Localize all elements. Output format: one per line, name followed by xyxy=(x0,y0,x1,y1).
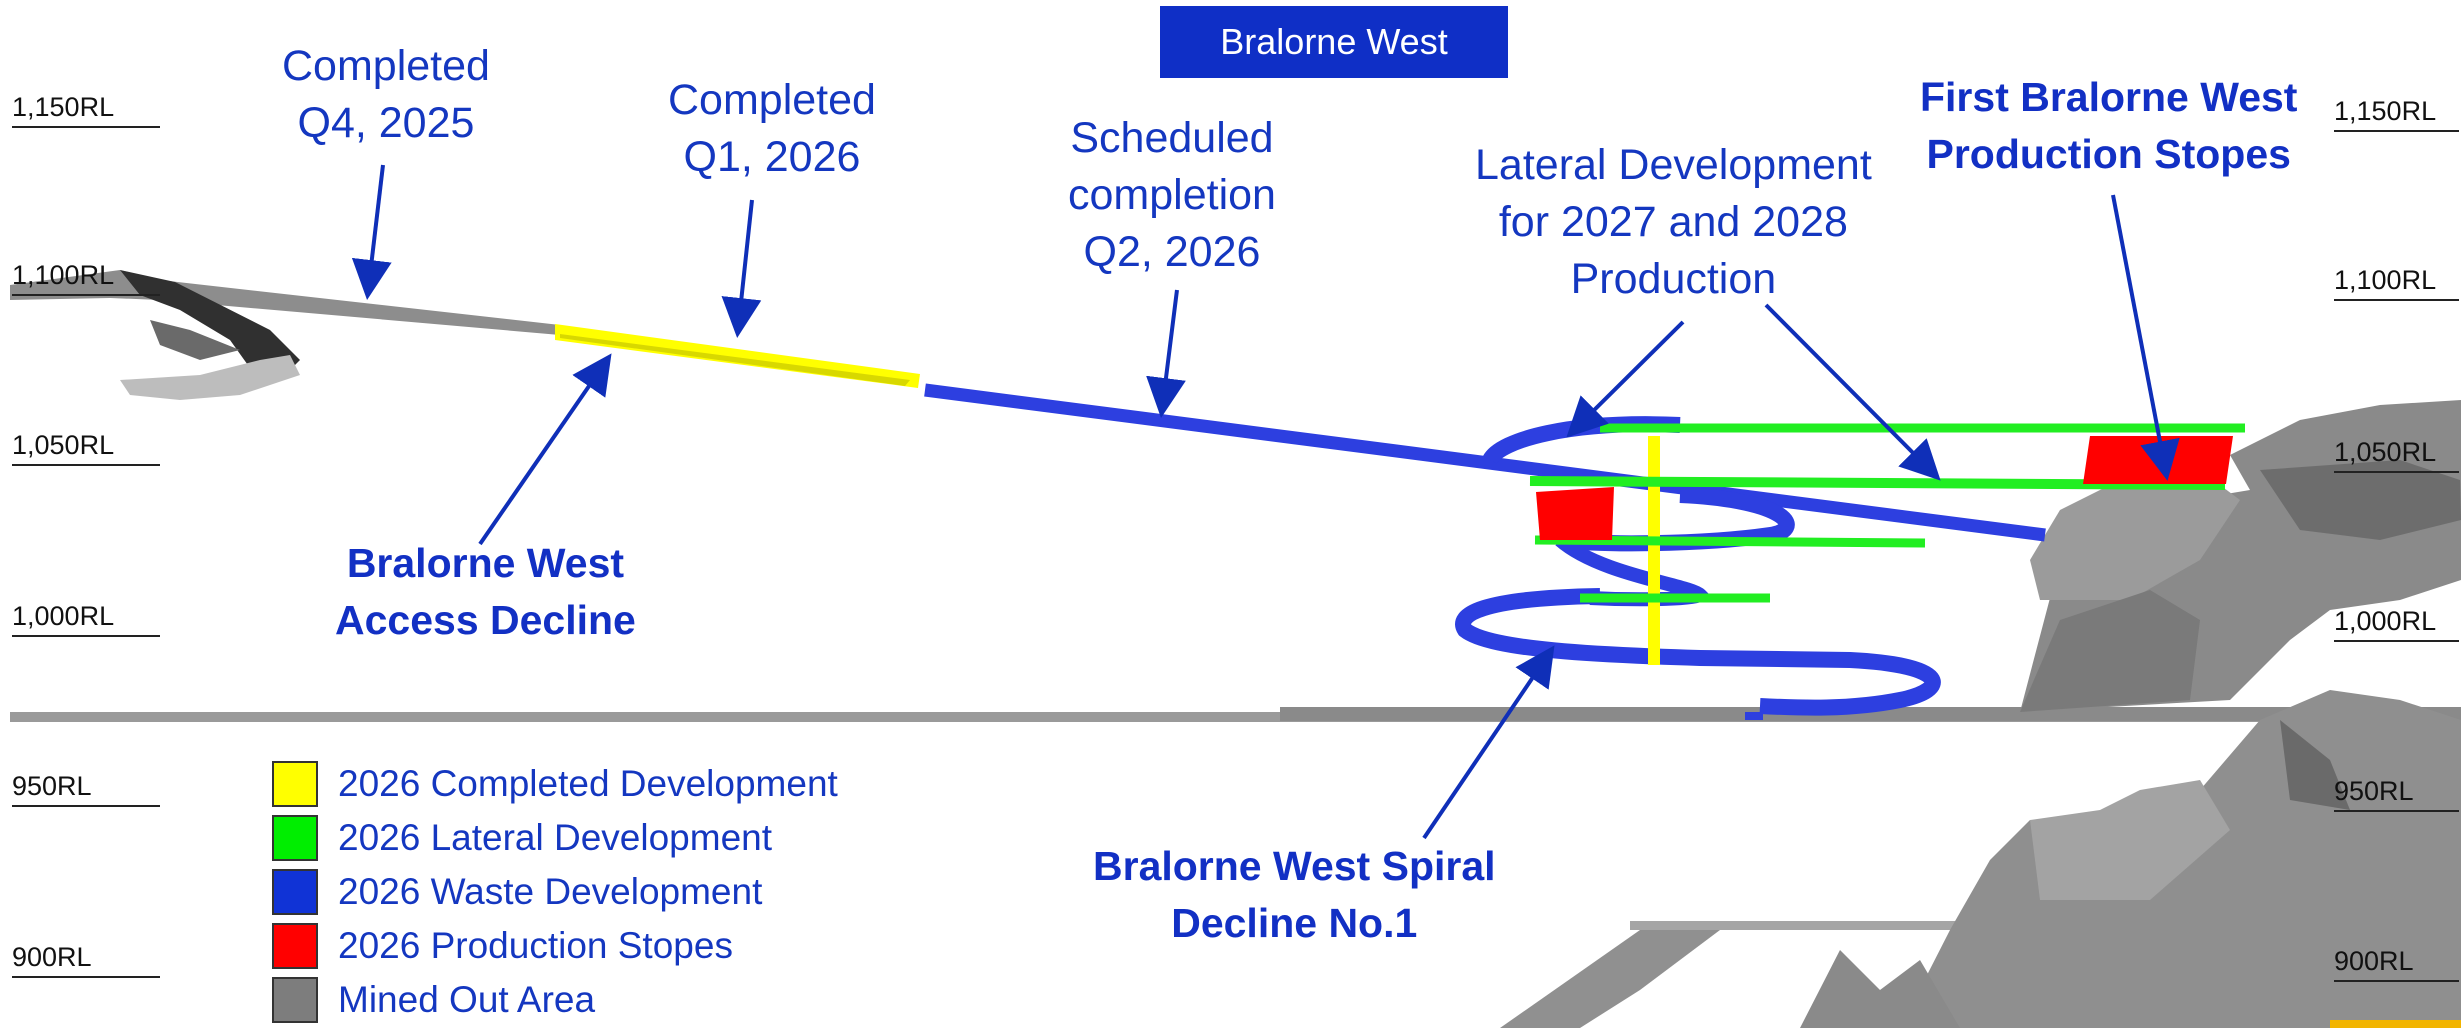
legend-swatch-waste xyxy=(272,869,318,915)
legend: 2026 Completed Development 2026 Lateral … xyxy=(272,757,838,1027)
corner-tab xyxy=(2330,1020,2461,1028)
page-title: Bralorne West xyxy=(1160,6,1508,78)
level-label-1100-left: 1,100RL xyxy=(12,260,160,296)
mined-out-area-right xyxy=(1500,400,2461,1028)
legend-item: 2026 Waste Development xyxy=(272,865,838,919)
annotation-completed-q1-2026: Completed Q1, 2026 xyxy=(668,76,876,181)
level-label-1150-left: 1,150RL xyxy=(12,92,160,128)
legend-label: 2026 Completed Development xyxy=(338,763,838,804)
level-label-1050-right: 1,050RL xyxy=(2334,437,2459,473)
level-label-950-right: 950RL xyxy=(2334,776,2459,812)
level-label-1050-left: 1,050RL xyxy=(12,430,160,466)
legend-label: 2026 Production Stopes xyxy=(338,925,733,966)
production-stope-2 xyxy=(2083,436,2233,484)
horizontal-reference-drift xyxy=(10,712,2461,722)
legend-label: 2026 Waste Development xyxy=(338,871,763,912)
lateral-development xyxy=(1529,423,2245,603)
legend-item: Mined Out Area xyxy=(272,973,838,1027)
annotation-arrows xyxy=(351,164,2180,840)
level-label-900-left: 900RL xyxy=(12,942,160,978)
waste-development xyxy=(924,383,2046,720)
legend-swatch-stopes xyxy=(272,923,318,969)
level-label-950-left: 950RL xyxy=(12,771,160,807)
legend-swatch-lateral xyxy=(272,815,318,861)
annotation-scheduled-q2-2026: Scheduled completion Q2, 2026 xyxy=(1068,114,1276,276)
level-label-1000-left: 1,000RL xyxy=(12,601,160,637)
production-stope-1 xyxy=(1536,487,1614,540)
legend-swatch-mined-out xyxy=(272,977,318,1023)
annotation-first-production-stopes: First Bralorne West Production Stopes xyxy=(1920,74,2298,177)
annotation-access-decline: Bralorne West Access Decline xyxy=(335,540,636,643)
legend-item: 2026 Lateral Development xyxy=(272,811,838,865)
legend-item: 2026 Completed Development xyxy=(272,757,838,811)
annotation-spiral-decline: Bralorne West Spiral Decline No.1 xyxy=(1093,843,1496,946)
legend-swatch-completed xyxy=(272,761,318,807)
level-label-1100-right: 1,100RL xyxy=(2334,265,2459,301)
legend-label: Mined Out Area xyxy=(338,979,596,1020)
level-label-1150-right: 1,150RL xyxy=(2334,96,2459,132)
annotation-completed-q4-2025: Completed Q4, 2025 xyxy=(282,42,490,147)
mined-out-area-left xyxy=(10,270,560,400)
legend-item: 2026 Production Stopes xyxy=(272,919,838,973)
level-label-900-right: 900RL xyxy=(2334,946,2459,982)
annotation-lateral-development: Lateral Development for 2027 and 2028 Pr… xyxy=(1475,141,1872,303)
legend-label: 2026 Lateral Development xyxy=(338,817,773,858)
level-label-1000-right: 1,000RL xyxy=(2334,606,2459,642)
